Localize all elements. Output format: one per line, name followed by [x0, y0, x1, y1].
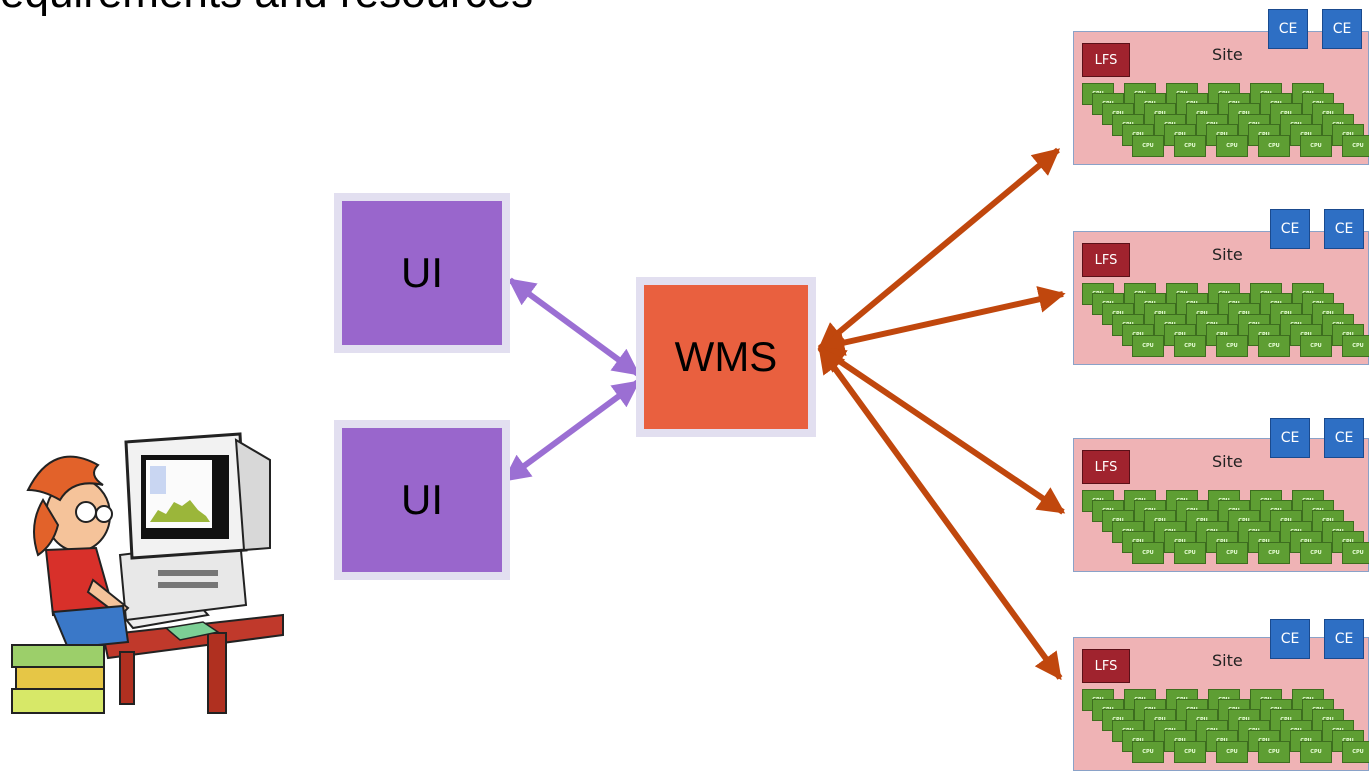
- ce-box: CE: [1270, 619, 1310, 659]
- ce-box: CE: [1270, 418, 1310, 458]
- wms-label: WMS: [674, 333, 778, 380]
- cpu-box: CPU: [1342, 335, 1369, 357]
- ui-box-2: UI: [334, 420, 510, 580]
- cpu-box: CPU: [1258, 335, 1290, 357]
- cpu-box: CPU: [1174, 335, 1206, 357]
- cpu-box: CPU: [1342, 135, 1369, 157]
- arrow-wms-site4: [817, 345, 1063, 681]
- ce-box: CE: [1268, 9, 1308, 49]
- cpu-box: CPU: [1132, 741, 1164, 763]
- site-label: Site: [1212, 452, 1243, 471]
- site-2: LFS Site CPUCPUCPUCPUCPUCPUCPUCPUCPUCPUC…: [1073, 231, 1369, 365]
- cpu-box: CPU: [1258, 542, 1290, 564]
- arrow-wms-site2: [817, 286, 1066, 356]
- ce-box: CE: [1324, 209, 1364, 249]
- wms-box: WMS: [636, 277, 816, 437]
- cpu-box: CPU: [1258, 135, 1290, 157]
- arrow-wms-site1: [817, 147, 1061, 351]
- site-3: LFS Site CPUCPUCPUCPUCPUCPUCPUCPUCPUCPUC…: [1073, 438, 1369, 572]
- site-label: Site: [1212, 651, 1243, 670]
- slide-title: equirements and resources: [0, 0, 533, 18]
- arrow-wms-site3: [817, 345, 1066, 515]
- site-1: LFS Site CPUCPUCPUCPUCPUCPUCPUCPUCPUCPUC…: [1073, 31, 1369, 165]
- cpu-box: CPU: [1174, 542, 1206, 564]
- cpu-box: CPU: [1300, 135, 1332, 157]
- ce-box: CE: [1324, 418, 1364, 458]
- ce-box: CE: [1322, 9, 1362, 49]
- cpu-box: CPU: [1216, 135, 1248, 157]
- user-at-computer-icon: [11, 432, 284, 714]
- cpu-box: CPU: [1132, 335, 1164, 357]
- cpu-box: CPU: [1342, 542, 1369, 564]
- lfs-box: LFS: [1082, 243, 1130, 277]
- cpu-box: CPU: [1174, 741, 1206, 763]
- cpu-box: CPU: [1300, 335, 1332, 357]
- arrow-ui1-wms: [507, 277, 641, 377]
- cpu-box: CPU: [1216, 741, 1248, 763]
- ui-box-label: UI: [401, 476, 443, 523]
- ui-box-1: UI: [334, 193, 510, 353]
- lfs-box: LFS: [1082, 450, 1130, 484]
- ce-box: CE: [1270, 209, 1310, 249]
- cpu-box: CPU: [1132, 542, 1164, 564]
- site-label: Site: [1212, 245, 1243, 264]
- lfs-box: LFS: [1082, 43, 1130, 77]
- lfs-box: LFS: [1082, 649, 1130, 683]
- ui-box-label: UI: [401, 249, 443, 296]
- site-4: LFS Site CPUCPUCPUCPUCPUCPUCPUCPUCPUCPUC…: [1073, 637, 1369, 771]
- cpu-box: CPU: [1132, 135, 1164, 157]
- site-label: Site: [1212, 45, 1243, 64]
- cpu-box: CPU: [1216, 335, 1248, 357]
- cpu-box: CPU: [1300, 542, 1332, 564]
- cpu-box: CPU: [1216, 542, 1248, 564]
- cpu-box: CPU: [1174, 135, 1206, 157]
- ce-box: CE: [1324, 619, 1364, 659]
- cpu-box: CPU: [1300, 741, 1332, 763]
- arrow-ui2-wms: [502, 379, 641, 483]
- cpu-box: CPU: [1342, 741, 1369, 763]
- cpu-box: CPU: [1258, 741, 1290, 763]
